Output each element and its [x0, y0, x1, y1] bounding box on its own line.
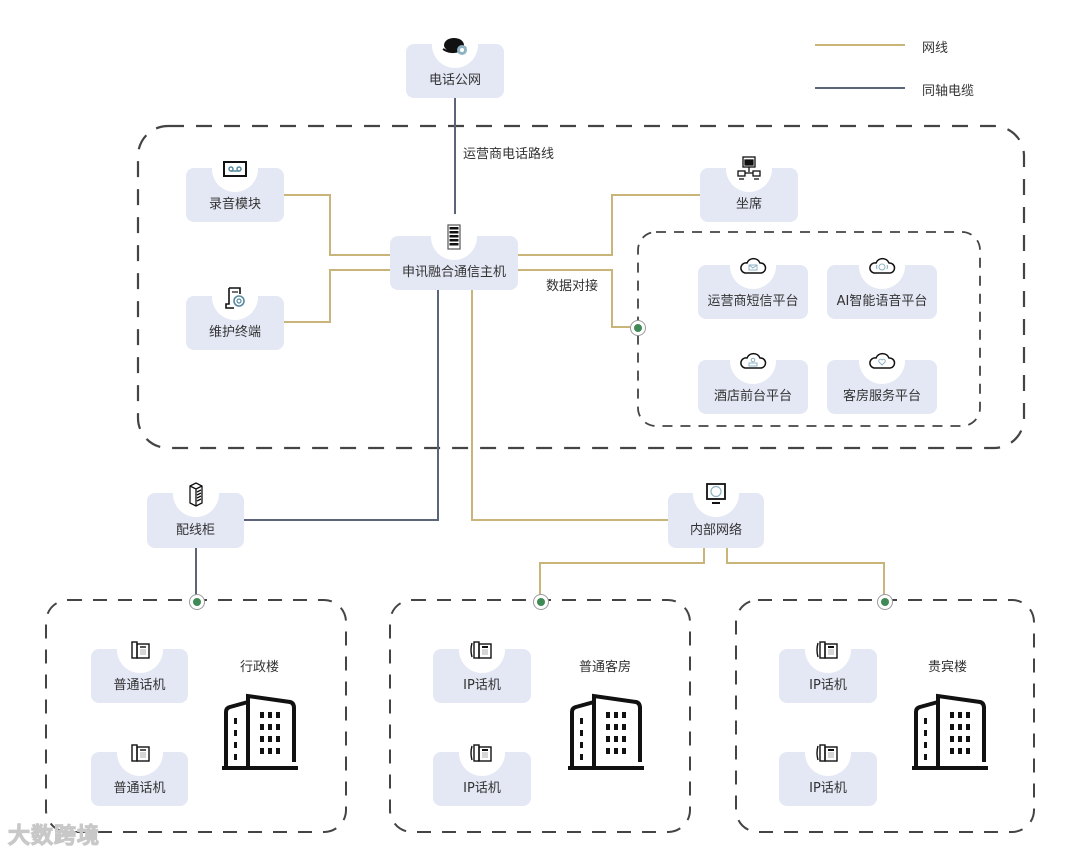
room-service-platform-label: 客房服务平台 [842, 389, 921, 404]
watermark: 大数跨境 [7, 824, 101, 850]
cloud-mail-icon [730, 243, 776, 289]
pstn-label: 电话公网 [428, 73, 481, 88]
building-icon [222, 693, 298, 770]
phone-label: IP话机 [809, 678, 847, 693]
vip-phone-1[interactable]: IP话机 [779, 627, 877, 703]
recording-to-host-line [284, 194, 390, 256]
vip-port-dot [877, 594, 893, 610]
cabinet-icon [172, 471, 219, 517]
intranet-to-vip-line [726, 548, 885, 600]
front-desk-platform-label: 酒店前台平台 [713, 389, 792, 404]
voicemail-icon [212, 146, 258, 192]
host-node[interactable]: 申讯融合通信主机 [390, 214, 518, 290]
pstn-node[interactable]: 电话公网 [406, 22, 504, 98]
desk-phone-icon [116, 730, 163, 776]
ip-phone-icon [805, 627, 851, 673]
intranet-to-guest-line [539, 548, 705, 600]
guest-phone-1[interactable]: IP话机 [433, 627, 531, 703]
sms-platform-node[interactable]: 运营商短信平台 [698, 243, 808, 319]
guest-building-name: 普通客房 [579, 660, 632, 675]
seat-label: 坐席 [735, 197, 762, 212]
globe-phone-icon [432, 22, 478, 68]
legend-coax-label: 同轴电缆 [922, 84, 975, 99]
maintenance-node[interactable]: 维护终端 [186, 274, 284, 350]
admin-phone-2[interactable]: 普通话机 [91, 730, 188, 806]
recording-node[interactable]: 录音模块 [186, 146, 284, 222]
seat-node[interactable]: 坐席 [700, 146, 798, 222]
front-desk-platform-node[interactable]: 酒店前台平台 [698, 338, 808, 414]
host-to-cabinet-line [244, 290, 439, 521]
intranet-label: 内部网络 [689, 523, 742, 538]
room-service-platform-node[interactable]: 客房服务平台 [827, 338, 937, 414]
ip-phone-icon [459, 627, 505, 673]
maintenance-to-host-line [284, 269, 390, 323]
ip-phone-icon [805, 730, 851, 776]
host-to-cloud-line [518, 269, 630, 328]
admin-port-dot [189, 594, 205, 610]
carrier-line-label: 运营商电话路线 [463, 147, 555, 162]
building-icon [912, 693, 988, 770]
guest-port-dot [533, 594, 549, 610]
data-link-label: 数据对接 [546, 279, 599, 294]
legend-network-label: 网线 [922, 41, 949, 56]
ip-phone-icon [459, 730, 505, 776]
server-icon [431, 214, 477, 260]
admin-phone-1[interactable]: 普通话机 [91, 627, 188, 703]
host-to-intranet-line [471, 290, 668, 521]
desk-phone-icon [116, 627, 163, 673]
guest-phone-2[interactable]: IP话机 [433, 730, 531, 806]
monitor-globe-icon [693, 471, 739, 517]
intranet-node[interactable]: 内部网络 [668, 471, 764, 548]
cloud-heart-icon [859, 338, 905, 384]
phone-label: IP话机 [463, 678, 501, 693]
admin-building-name: 行政楼 [240, 660, 280, 675]
ai-voice-platform-label: AI智能语音平台 [836, 294, 928, 309]
distribution-cabinet-node[interactable]: 配线柜 [147, 471, 244, 548]
recording-label: 录音模块 [208, 197, 261, 212]
vip-phone-2[interactable]: IP话机 [779, 730, 877, 806]
cloud-platform-group [637, 231, 981, 427]
ai-voice-platform-node[interactable]: AI智能语音平台 [827, 243, 937, 319]
cloud-reception-icon [730, 338, 776, 384]
sms-platform-label: 运营商短信平台 [707, 294, 799, 309]
cloud-ai-voice-icon [859, 243, 905, 289]
core-system-group [136, 124, 1026, 450]
maintenance-label: 维护终端 [208, 325, 261, 340]
vip-building-name: 贵宾楼 [928, 660, 968, 675]
host-to-seat-line [518, 194, 700, 256]
phone-label: IP话机 [463, 781, 501, 796]
document-gear-icon [212, 274, 258, 320]
phone-label: 普通话机 [113, 678, 166, 693]
workstation-network-icon [726, 146, 772, 192]
building-icon [568, 693, 644, 770]
phone-label: IP话机 [809, 781, 847, 796]
cloud-port-dot [630, 320, 646, 336]
distribution-cabinet-label: 配线柜 [175, 523, 215, 538]
host-label: 申讯融合通信主机 [401, 265, 506, 280]
phone-label: 普通话机 [113, 781, 166, 796]
